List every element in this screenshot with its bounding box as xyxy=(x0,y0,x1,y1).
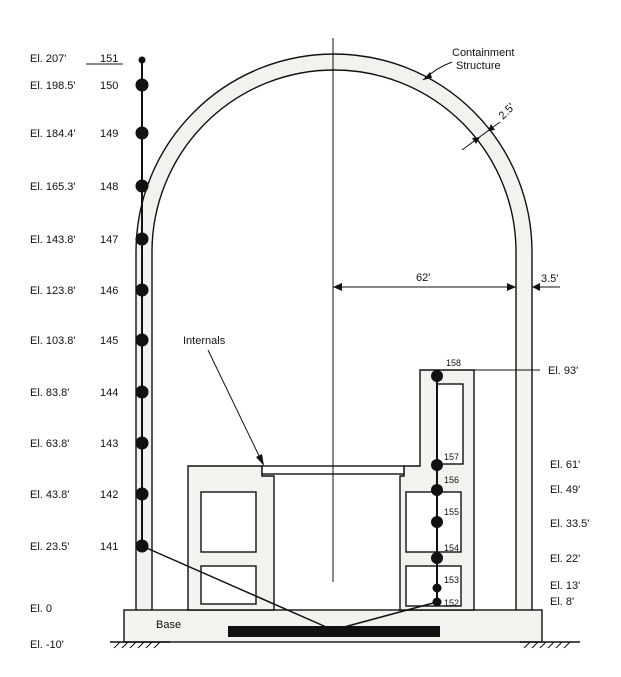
radius-arrow-right xyxy=(507,283,516,291)
el-label-150: El. 198.5' xyxy=(30,80,76,92)
node-152 xyxy=(432,597,442,607)
dome-thickness-arrow-1 xyxy=(472,137,480,144)
node-label-154: 154 xyxy=(444,543,459,553)
node-149 xyxy=(135,126,149,140)
node-153 xyxy=(432,583,442,593)
node-label-145: 145 xyxy=(100,335,118,347)
internal-node-labels: 158 157 156 155 154 153 152 xyxy=(444,358,461,608)
el-label-49: El. 49' xyxy=(550,484,580,496)
el-label-144: El. 83.8' xyxy=(30,387,69,399)
el-label-33-5: El. 33.5' xyxy=(550,518,589,530)
node-155 xyxy=(431,516,443,528)
dome-thickness-arrow-2 xyxy=(488,124,495,131)
internals-leader-arrow xyxy=(256,454,264,466)
left-internal-structure xyxy=(187,465,275,611)
node-147 xyxy=(135,232,149,246)
node-label-153: 153 xyxy=(444,575,459,585)
ground-hatch xyxy=(113,641,571,649)
link-left-to-base xyxy=(141,545,334,631)
node-148 xyxy=(135,179,149,193)
node-label-150: 150 xyxy=(100,80,118,92)
containment-label-line1: Containment xyxy=(452,47,514,59)
el-label-151: El. 207' xyxy=(30,53,66,65)
el-label-148: El. 165.3' xyxy=(30,181,76,193)
node-label-151: 151 xyxy=(100,53,118,65)
internals-leader xyxy=(207,349,263,463)
el-label-93: El. 93' xyxy=(548,365,578,377)
left-elevation-labels: El. 207' 151 El. 198.5' 150 El. 184.4' 1… xyxy=(30,53,123,651)
node-label-158: 158 xyxy=(446,358,461,368)
node-154 xyxy=(431,552,443,564)
node-label-147: 147 xyxy=(100,234,118,246)
el-label-149: El. 184.4' xyxy=(30,128,76,140)
containment-leader-arrow xyxy=(423,72,432,80)
node-label-146: 146 xyxy=(100,285,118,297)
node-144 xyxy=(135,385,149,399)
node-label-141: 141 xyxy=(100,541,118,553)
internals-label: Internals xyxy=(183,335,226,347)
node-label-155: 155 xyxy=(444,507,459,517)
radius-arrow-left xyxy=(333,283,342,291)
node-158 xyxy=(431,370,443,382)
node-150 xyxy=(135,78,149,92)
node-146 xyxy=(135,283,149,297)
wall-thickness-arrow xyxy=(532,283,540,291)
node-label-157: 157 xyxy=(444,452,459,462)
node-145 xyxy=(135,333,149,347)
node-157 xyxy=(431,459,443,471)
el-label-141: El. 23.5' xyxy=(30,541,69,553)
node-151 xyxy=(138,56,146,64)
containment-structure-shell xyxy=(135,53,533,619)
dome-thickness-dim xyxy=(461,121,501,151)
node-label-148: 148 xyxy=(100,181,118,193)
el-label-143: El. 63.8' xyxy=(30,438,69,450)
containment-label-line2: Structure xyxy=(456,60,501,72)
node-label-156: 156 xyxy=(444,475,459,485)
node-label-143: 143 xyxy=(100,438,118,450)
radius-label: 62' xyxy=(416,272,430,284)
node-label-142: 142 xyxy=(100,489,118,501)
el-label-22: El. 22' xyxy=(550,553,580,565)
node-156 xyxy=(431,484,443,496)
dome-thickness-label: 2.5' xyxy=(497,101,518,122)
base-mat xyxy=(228,626,440,637)
left-stick-nodes xyxy=(135,56,149,553)
right-stick-nodes xyxy=(431,370,443,607)
right-elevation-labels: El. 93' El. 61' El. 49' El. 33.5' El. 22… xyxy=(474,365,589,608)
el-label-8: El. 8' xyxy=(550,596,574,608)
node-label-144: 144 xyxy=(100,387,118,399)
el-label-146: El. 123.8' xyxy=(30,285,76,297)
el-label-minus10: El. -10' xyxy=(30,639,64,651)
base-label: Base xyxy=(156,619,181,631)
node-label-152: 152 xyxy=(444,598,459,608)
el-label-145: El. 103.8' xyxy=(30,335,76,347)
el-label-0: El. 0 xyxy=(30,603,52,615)
el-label-142: El. 43.8' xyxy=(30,489,69,501)
node-142 xyxy=(135,487,149,501)
node-label-149: 149 xyxy=(100,128,118,140)
link-right-to-base xyxy=(332,601,438,631)
el-label-147: El. 143.8' xyxy=(30,234,76,246)
node-143 xyxy=(135,436,149,450)
el-label-61: El. 61' xyxy=(550,459,580,471)
wall-thickness-label: 3.5' xyxy=(541,273,558,285)
el-label-13: El. 13' xyxy=(550,580,580,592)
